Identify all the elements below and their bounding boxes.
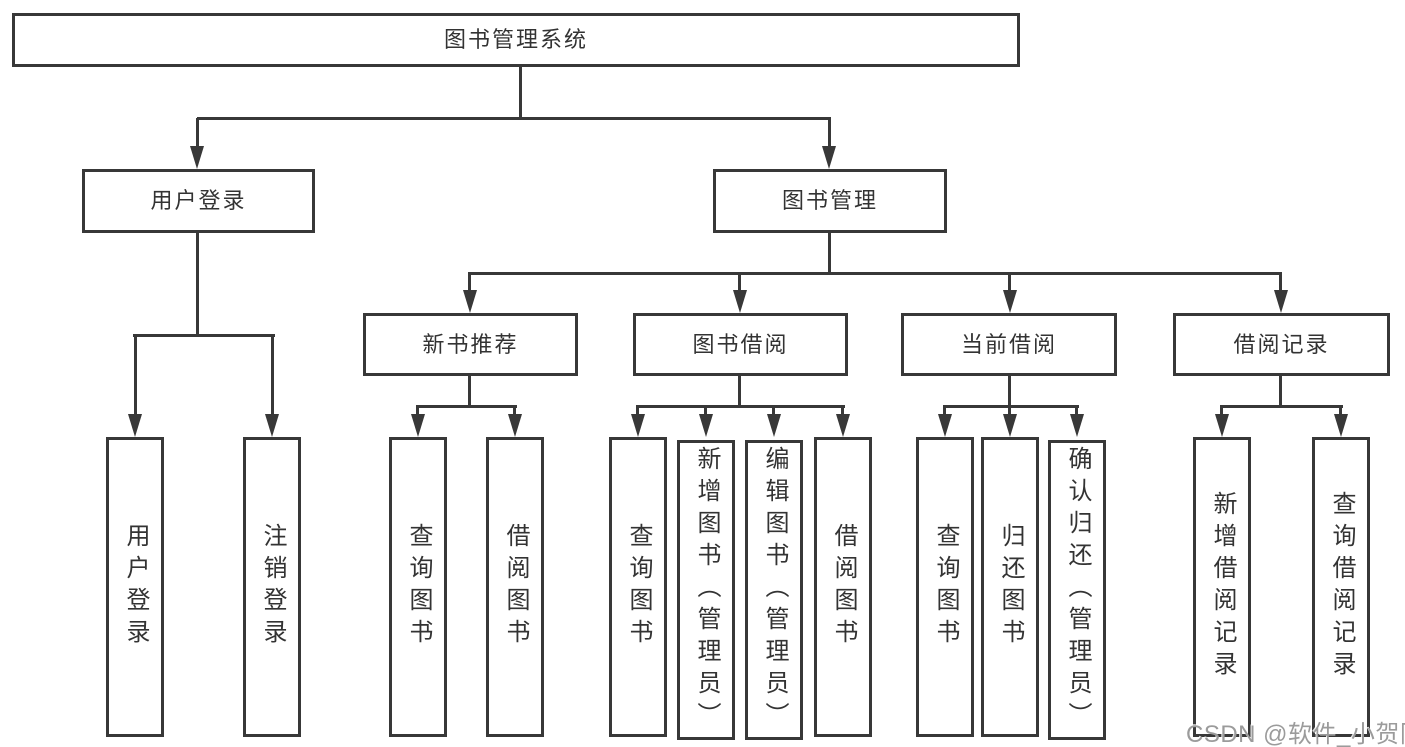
node-book-management: 图书管理 bbox=[713, 169, 947, 233]
arrow-down-icon bbox=[190, 146, 204, 169]
connector-line bbox=[1075, 407, 1078, 417]
arrow-down-icon bbox=[1003, 414, 1017, 437]
connector-line bbox=[1279, 376, 1282, 408]
leaf-bb-add-book: 新增图书（管理员） bbox=[677, 440, 735, 740]
connector-line bbox=[468, 376, 471, 408]
leaf-br-add-record: 新增借阅记录 bbox=[1193, 437, 1251, 737]
arrow-down-icon bbox=[733, 290, 747, 313]
connector-line bbox=[772, 407, 775, 417]
arrow-down-icon bbox=[128, 414, 142, 437]
connector-line bbox=[1339, 407, 1342, 417]
arrow-down-icon bbox=[508, 414, 522, 437]
node-new-book-recommend: 新书推荐 bbox=[363, 313, 578, 376]
watermark: CSDN @软件_小贺同学 bbox=[1186, 721, 1405, 747]
node-user-login: 用户登录 bbox=[82, 169, 315, 233]
leaf-cb-query-book: 查询图书 bbox=[916, 437, 974, 737]
connector-line bbox=[196, 118, 199, 148]
leaf-cb-return-book: 归还图书 bbox=[981, 437, 1039, 737]
node-current-borrow: 当前借阅 bbox=[901, 313, 1117, 376]
connector-line bbox=[636, 407, 639, 417]
arrow-down-icon bbox=[265, 414, 279, 437]
arrow-down-icon bbox=[938, 414, 952, 437]
connector-line bbox=[134, 336, 137, 416]
node-root: 图书管理系统 bbox=[12, 13, 1020, 67]
connector-line bbox=[468, 273, 471, 293]
connector-line bbox=[943, 407, 946, 417]
arrow-down-icon bbox=[1334, 414, 1348, 437]
connector-line bbox=[133, 334, 275, 337]
connector-line bbox=[738, 273, 741, 293]
arrow-down-icon bbox=[699, 414, 713, 437]
connector-line bbox=[416, 405, 517, 408]
connector-line bbox=[1008, 376, 1011, 408]
arrow-down-icon bbox=[1274, 290, 1288, 313]
arrow-down-icon bbox=[1003, 290, 1017, 313]
arrow-down-icon bbox=[1215, 414, 1229, 437]
connector-line bbox=[828, 233, 831, 274]
connector-line bbox=[1220, 407, 1223, 417]
connector-line bbox=[513, 407, 516, 417]
arrow-down-icon bbox=[822, 146, 836, 169]
leaf-nb-borrow-book: 借阅图书 bbox=[486, 437, 544, 737]
connector-line bbox=[828, 118, 831, 148]
arrow-down-icon bbox=[411, 414, 425, 437]
connector-line bbox=[704, 407, 707, 417]
connector-line bbox=[468, 272, 1282, 275]
arrow-down-icon bbox=[463, 290, 477, 313]
connector-line bbox=[1279, 273, 1282, 293]
leaf-bb-borrow-book: 借阅图书 bbox=[814, 437, 872, 737]
connector-line bbox=[943, 405, 1079, 408]
leaf-user-login: 用户登录 bbox=[106, 437, 164, 737]
leaf-br-query-record: 查询借阅记录 bbox=[1312, 437, 1370, 737]
connector-line bbox=[841, 407, 844, 417]
arrow-down-icon bbox=[631, 414, 645, 437]
arrow-down-icon bbox=[836, 414, 850, 437]
leaf-logout-login: 注销登录 bbox=[243, 437, 301, 737]
connector-line bbox=[1220, 405, 1343, 408]
leaf-bb-query-book: 查询图书 bbox=[609, 437, 667, 737]
connector-line bbox=[1008, 273, 1011, 293]
connector-line bbox=[1008, 407, 1011, 417]
leaf-cb-confirm-return: 确认归还（管理员） bbox=[1048, 440, 1106, 740]
connector-line bbox=[738, 376, 741, 408]
connector-line bbox=[197, 117, 831, 120]
node-book-borrow: 图书借阅 bbox=[633, 313, 848, 376]
arrow-down-icon bbox=[1070, 414, 1084, 437]
connector-line bbox=[636, 405, 845, 408]
connector-line bbox=[416, 407, 419, 417]
connector-line bbox=[271, 336, 274, 416]
arrow-down-icon bbox=[767, 414, 781, 437]
connector-line bbox=[196, 233, 199, 337]
node-borrow-record: 借阅记录 bbox=[1173, 313, 1390, 376]
leaf-nb-query-book: 查询图书 bbox=[389, 437, 447, 737]
leaf-bb-edit-book: 编辑图书（管理员） bbox=[745, 440, 803, 740]
connector-line bbox=[519, 67, 522, 118]
